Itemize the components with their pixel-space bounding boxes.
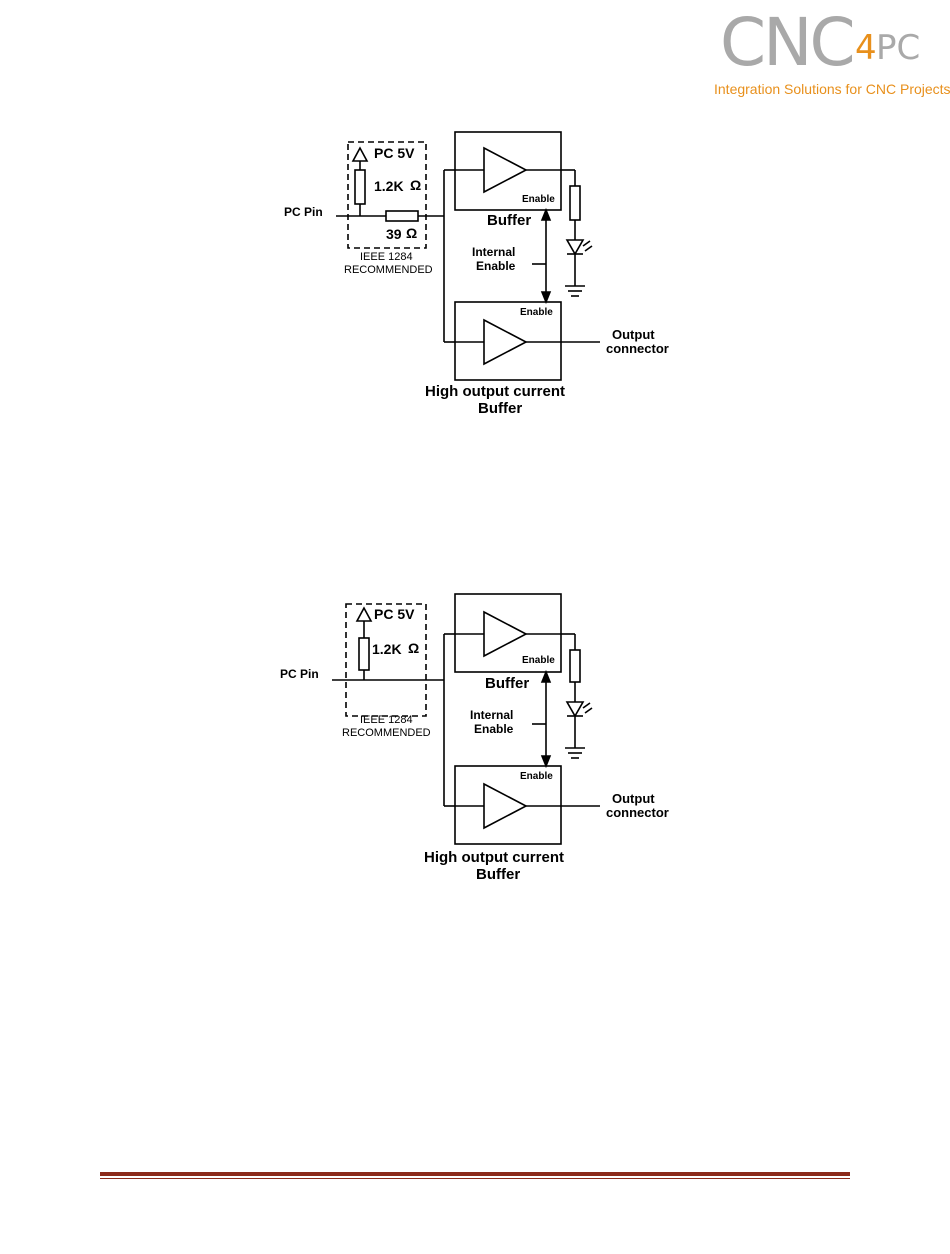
internal-enable-label: Enable — [474, 723, 513, 736]
enable-label-bottom: Enable — [520, 307, 553, 318]
ieee-label: IEEE 1284 — [360, 251, 413, 263]
buffer-label-top: Buffer — [487, 213, 531, 230]
high-output-label: High output current — [425, 384, 565, 401]
buffer-label-bottom: Buffer — [476, 867, 520, 884]
connector-label: connector — [606, 806, 669, 820]
pullup-resistor — [355, 170, 365, 204]
recommended-label: RECOMMENDED — [342, 727, 431, 739]
buffer-label-bottom: Buffer — [478, 401, 522, 418]
buffer-triangle-top — [484, 612, 526, 656]
pc-5v-supply-symbol — [353, 148, 367, 161]
logo-wordmark-pc: PC — [876, 31, 920, 65]
circuit-schematic-2 — [270, 592, 690, 892]
cnc4pc-logo: CNC 4 PC Integration Solutions for CNC P… — [700, 10, 940, 110]
led-diode — [567, 702, 583, 716]
pc-5v-label: PC 5V — [374, 607, 414, 622]
pc-pin-label: PC Pin — [284, 206, 323, 219]
pullup-value-label: 1.2K — [372, 642, 402, 657]
buffer-triangle-bottom — [484, 320, 526, 364]
pullup-resistor — [359, 638, 369, 670]
enable-label-bottom: Enable — [520, 771, 553, 782]
buffer-triangle-top — [484, 148, 526, 192]
buffer-label-top: Buffer — [485, 676, 529, 693]
enable-label-top: Enable — [522, 194, 555, 205]
logo-wordmark-cnc: CNC — [720, 10, 853, 76]
high-output-label: High output current — [424, 850, 564, 867]
series-resistor — [386, 211, 418, 221]
logo-tagline: Integration Solutions for CNC Projects — [714, 81, 950, 97]
led-resistor — [570, 650, 580, 682]
internal-label: Internal — [470, 709, 513, 722]
led-diode — [567, 240, 583, 254]
pullup-value-label: 1.2K — [374, 179, 404, 194]
series-value-label: 39 — [386, 227, 402, 242]
internal-label: Internal — [472, 246, 515, 259]
led-resistor — [570, 186, 580, 220]
footer-rule — [100, 1172, 850, 1176]
enable-label-top: Enable — [522, 655, 555, 666]
ohm-symbol: Ω — [410, 178, 421, 193]
circuit-diagram-with-series-resistor: PC 5V 1.2K Ω PC Pin 39 Ω IEEE 1284 RECOM… — [270, 128, 690, 428]
footer-rule-thin — [100, 1178, 850, 1179]
internal-enable-label: Enable — [476, 260, 515, 273]
ieee-label: IEEE 1284 — [360, 714, 413, 726]
logo-wordmark-4: 4 — [855, 31, 877, 65]
recommended-label: RECOMMENDED — [344, 264, 433, 276]
ohm-symbol: Ω — [408, 641, 419, 656]
circuit-diagram-without-series-resistor: PC 5V 1.2K Ω PC Pin IEEE 1284 RECOMMENDE… — [270, 592, 690, 892]
connector-label: connector — [606, 342, 669, 356]
ohm-symbol: Ω — [406, 226, 417, 241]
pc-pin-label: PC Pin — [280, 668, 319, 681]
pc-5v-label: PC 5V — [374, 146, 414, 161]
buffer-triangle-bottom — [484, 784, 526, 828]
pc-5v-supply-symbol — [357, 608, 371, 621]
